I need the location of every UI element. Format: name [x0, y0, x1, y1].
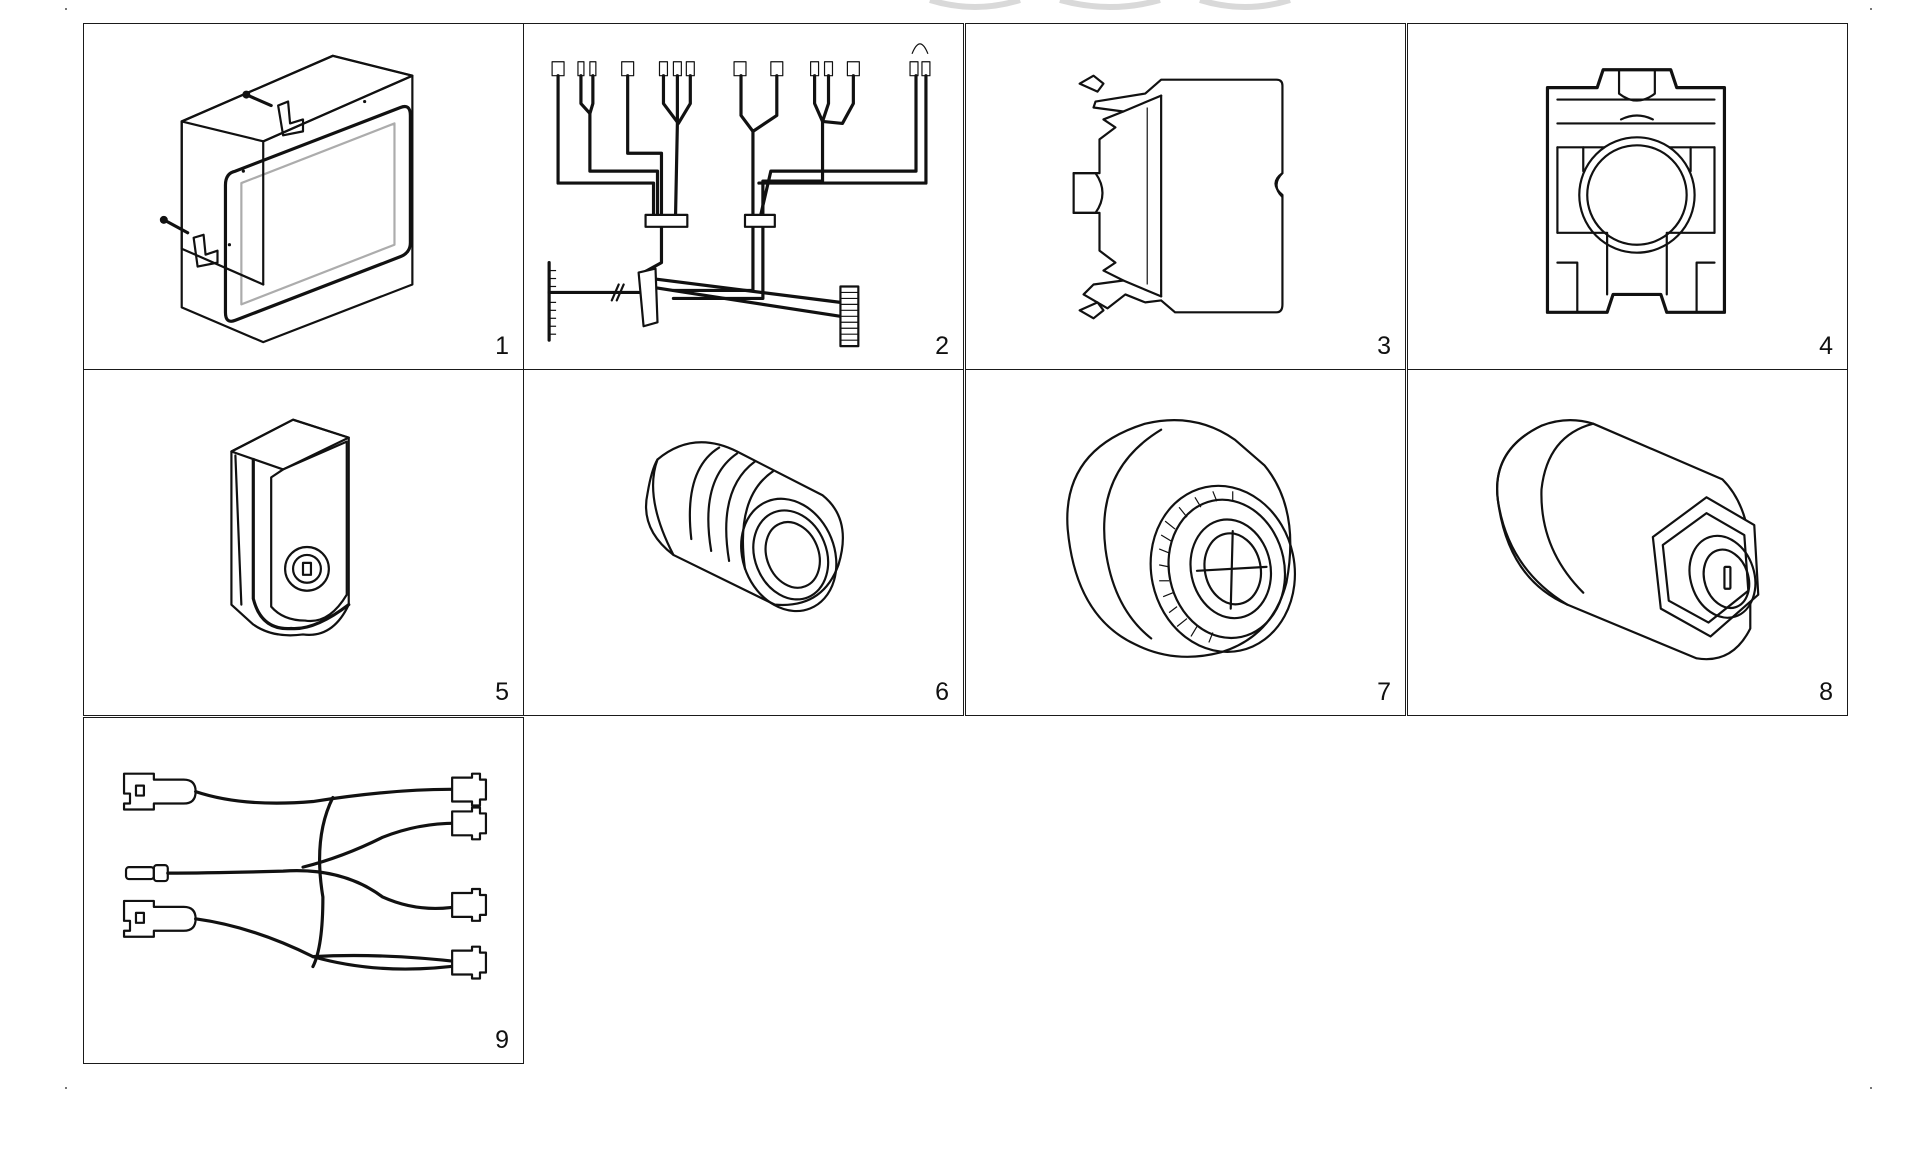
- buzzer-icon: [1066, 419, 1297, 658]
- part-cell[interactable]: 3: [965, 23, 1406, 370]
- part-cell[interactable]: 4: [1407, 23, 1848, 370]
- part-cell[interactable]: 7: [965, 369, 1406, 716]
- part-cell[interactable]: 8: [1407, 369, 1848, 716]
- part-number: 8: [1819, 678, 1833, 706]
- corner-mark: [1870, 8, 1872, 10]
- part-cell[interactable]: 6: [523, 369, 964, 716]
- mounting-adapter-icon: [1545, 68, 1727, 314]
- corner-mark: [1870, 1087, 1872, 1089]
- part-cell[interactable]: 2: [523, 23, 964, 370]
- corner-mark: [65, 1087, 67, 1089]
- part-cell[interactable]: 9: [83, 717, 524, 1064]
- part-number: 7: [1377, 678, 1391, 706]
- wiring-harness-icon: [547, 43, 931, 348]
- corner-mark: [65, 8, 67, 10]
- key-switch-icon: [1496, 419, 1760, 661]
- push-button-icon: [644, 441, 844, 613]
- part-number: 1: [495, 332, 509, 360]
- part-number: 5: [495, 678, 509, 706]
- control-box-icon: [159, 54, 414, 344]
- watermark-arcs: [929, 0, 1291, 10]
- part-number: 2: [935, 332, 949, 360]
- cable-harness-icon: [122, 772, 488, 980]
- parts-grid: 1: [83, 23, 1849, 1065]
- part-number: 9: [495, 1026, 509, 1054]
- part-number: 6: [935, 678, 949, 706]
- part-cell[interactable]: 1: [83, 23, 524, 370]
- part-number: 3: [1377, 332, 1391, 360]
- key-switch-housing-icon: [230, 418, 351, 637]
- contact-block-icon: [1072, 74, 1284, 320]
- part-number: 4: [1819, 332, 1833, 360]
- part-cell[interactable]: 5: [83, 369, 524, 716]
